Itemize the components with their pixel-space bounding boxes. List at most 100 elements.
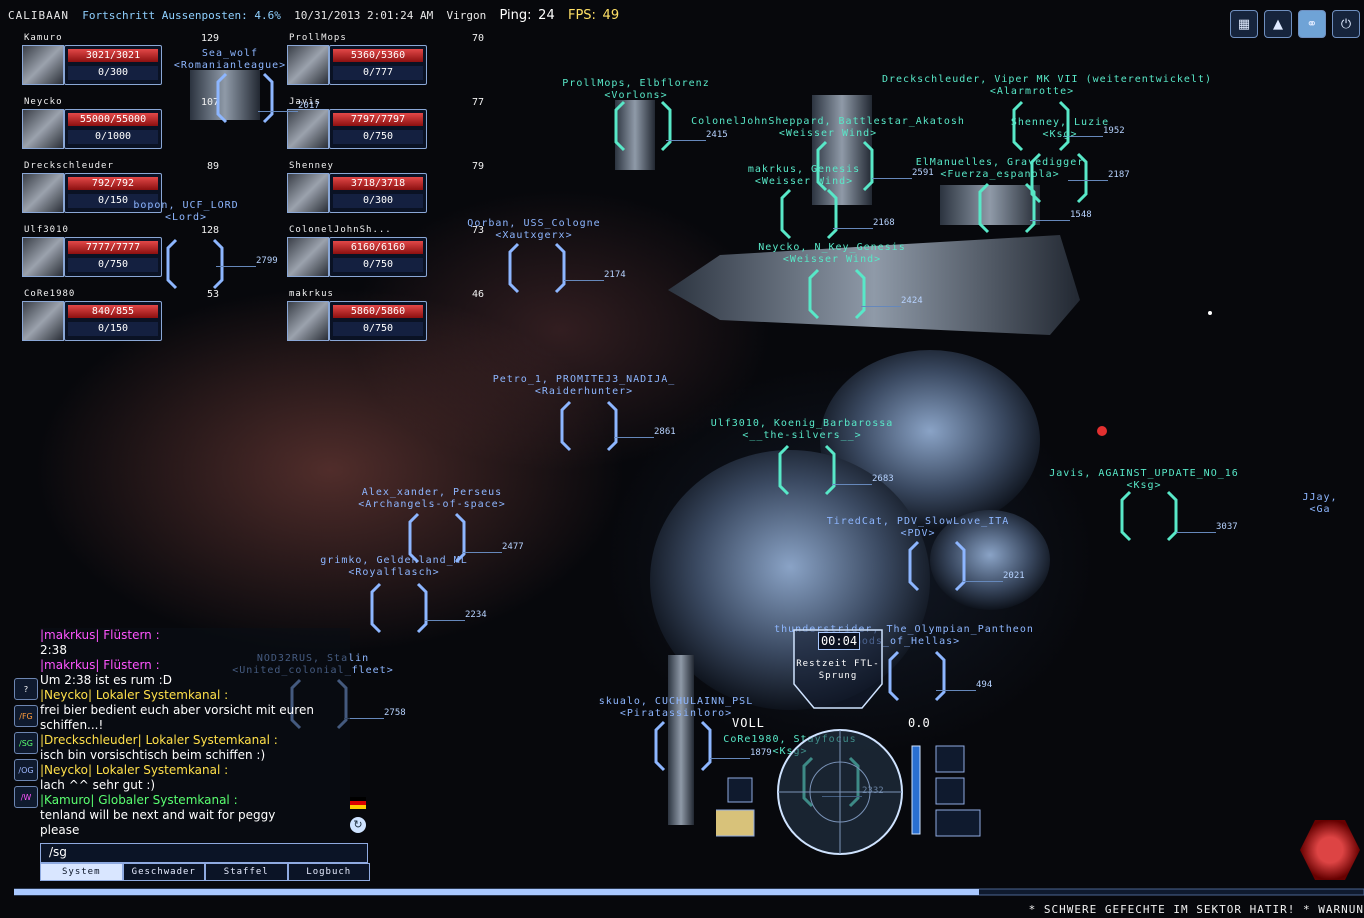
- ship-launch-icon[interactable]: ▲: [1264, 10, 1292, 38]
- target-bracket[interactable]: [778, 188, 840, 240]
- ship-label[interactable]: thunderstrider, The_Olympian_Pantheon<Go…: [754, 624, 1054, 648]
- distance-readout: 1548: [1030, 210, 1092, 221]
- target-bracket[interactable]: [652, 720, 714, 772]
- power-icon[interactable]: ⏻: [1332, 10, 1360, 38]
- ship-label-pilot: thunderstrider, The_Olympian_Pantheon: [774, 624, 1034, 635]
- chat-channel-button[interactable]: /SG: [14, 732, 38, 754]
- hangar-icon[interactable]: ▦: [1230, 10, 1258, 38]
- chat-channel-button[interactable]: ?: [14, 678, 38, 700]
- member-name: makrkus: [289, 289, 334, 299]
- ship-label[interactable]: Sea_wolf<Romanianleague>: [80, 48, 380, 72]
- target-bracket[interactable]: [406, 512, 468, 564]
- target-bracket[interactable]: [806, 268, 868, 320]
- ship-label[interactable]: Neycko, N_Key_Genesis<Weisser Wind>: [682, 242, 982, 266]
- target-bracket[interactable]: [558, 400, 620, 452]
- ship-label[interactable]: ColonelJohnSheppard, Battlestar_Akatosh<…: [678, 116, 978, 140]
- target-bracket[interactable]: [976, 182, 1038, 234]
- chat-line: |Dreckschleuder| Lokaler Systemkanal :: [40, 733, 278, 747]
- chat-tab[interactable]: Staffel: [205, 863, 288, 881]
- hull-bar: 3021/3021: [68, 49, 158, 62]
- ftl-timer: 00:04: [818, 632, 860, 650]
- target-bracket[interactable]: [506, 242, 568, 294]
- chat-line: Um 2:38 ist es rum :D: [40, 673, 172, 687]
- ship-portrait: [287, 173, 329, 213]
- ship-label[interactable]: CoRe1980, Stayfocus<Ksg>: [640, 734, 940, 758]
- ship-label[interactable]: Qorban, USS_Cologne<Xautxgerx>: [384, 218, 684, 242]
- ship-label[interactable]: Ulf3010, Koenig_Barbarossa<__the-silvers…: [652, 418, 952, 442]
- target-bracket[interactable]: [1028, 152, 1090, 204]
- ship-label-guild: <Weisser Wind>: [778, 128, 878, 139]
- squad-member[interactable]: Dreckschleuder 89 792/792 0/150: [20, 161, 225, 213]
- ability-slot-1: [935, 745, 965, 773]
- chat-input[interactable]: /sg: [40, 843, 368, 863]
- map-icon[interactable]: ⚭: [1298, 10, 1326, 38]
- target-bracket[interactable]: [1118, 490, 1180, 542]
- shield-bar: 0/150: [68, 194, 158, 208]
- chat-line: |makrkus| Flüstern :: [40, 658, 160, 672]
- ship-label[interactable]: ProllMops, Elbflorenz<Vorlons>: [486, 78, 786, 102]
- ship-label[interactable]: Javis, AGAINST_UPDATE_NO_16<Ksg>: [994, 468, 1294, 492]
- ship-label[interactable]: bopon, UCF_LORD<Lord>: [36, 200, 336, 224]
- ship-label[interactable]: skualo, CUCHULAINN_PSL<Piratassinloro>: [526, 696, 826, 720]
- star: [1208, 311, 1212, 315]
- target-bracket[interactable]: [612, 100, 674, 152]
- chat-tab[interactable]: System: [40, 863, 123, 881]
- member-bars: 3021/3021 0/300: [64, 45, 162, 85]
- ship-label[interactable]: TiredCat, PDV_SlowLove_ITA<PDV>: [768, 516, 1068, 540]
- member-level: 129: [200, 33, 219, 44]
- fps-value: 49: [602, 8, 620, 23]
- shield-bar: 0/777: [333, 66, 423, 80]
- chat-channel-button[interactable]: /W: [14, 786, 38, 808]
- german-flag-icon[interactable]: [350, 797, 366, 809]
- target-bracket[interactable]: [164, 238, 226, 290]
- target-bracket[interactable]: [886, 650, 948, 702]
- target-bracket[interactable]: [1010, 100, 1072, 152]
- squad-member[interactable]: ColonelJohnSh... 73 6160/6160 0/750: [285, 225, 490, 277]
- squad-member[interactable]: Shenney 79 3718/3718 0/300: [285, 161, 490, 213]
- ship-label[interactable]: makrkus, Genesis<Weisser Wind>: [654, 164, 954, 188]
- ftl-jump-panel: 00:04 Restzeit FTL-Sprung: [792, 628, 884, 710]
- squad-member[interactable]: CoRe1980 53 840/855 0/150: [20, 289, 225, 341]
- chat-channel-button[interactable]: /OG: [14, 759, 38, 781]
- member-bars: 792/792 0/150: [64, 173, 162, 213]
- target-bracket[interactable]: [906, 540, 968, 592]
- target-bracket[interactable]: [368, 582, 430, 634]
- squad-member[interactable]: ProllMops 70 5360/5360 0/777: [285, 33, 490, 85]
- distance-readout: 2591: [872, 168, 934, 179]
- status-line: CALIBAAN Fortschritt Aussenposten: 4.6% …: [8, 8, 619, 23]
- target-bracket[interactable]: [814, 140, 876, 192]
- squad-member[interactable]: Ulf3010 128 7777/7777 0/750: [20, 225, 225, 277]
- distance-readout: 2683: [832, 474, 894, 485]
- radar-hud: [716, 729, 981, 855]
- ship-label[interactable]: Dreckschleuder, Viper MK VII (weiterentw…: [882, 74, 1211, 98]
- distance-readout: 2021: [963, 571, 1025, 582]
- chat-tab[interactable]: Logbuch: [287, 863, 370, 881]
- squad-member[interactable]: Neycko 107 55000/55000 0/1000: [20, 97, 225, 149]
- shield-bar: 0/750: [68, 258, 158, 272]
- target-bracket[interactable]: [776, 444, 838, 496]
- ship-label[interactable]: JJay,<Ga: [1170, 492, 1364, 516]
- target-bracket[interactable]: [214, 72, 276, 124]
- squad-member[interactable]: Javis 77 7797/7797 0/750: [285, 97, 490, 149]
- game-name: CALIBAAN: [8, 9, 69, 22]
- ship-label[interactable]: Shenney, Luzie<Ksg>: [910, 117, 1210, 141]
- squad-member[interactable]: makrkus 46 5860/5860 0/750: [285, 289, 490, 341]
- ship-portrait: [22, 109, 64, 149]
- ship-label[interactable]: Petro_1, PROMITEJ3_NADIJA_<Raiderhunter>: [434, 374, 734, 398]
- ship-label[interactable]: grimko, Geldenland_ML<Royalflasch>: [244, 555, 544, 579]
- chat-log[interactable]: |makrkus| Flüstern :2:38|makrkus| Flüste…: [40, 628, 350, 843]
- ship-label[interactable]: Alex_xander, Perseus<Archangels-of-space…: [282, 487, 582, 511]
- ship-portrait: [287, 109, 329, 149]
- ship-label-guild: <Raiderhunter>: [534, 386, 634, 397]
- chat-tab[interactable]: Geschwader: [122, 863, 205, 881]
- ship-label-guild: <Xautxgerx>: [495, 230, 573, 241]
- ship-label-pilot: ElManuelles, Gravedigger: [915, 157, 1085, 168]
- squad-member[interactable]: Kamuro 129 3021/3021 0/300: [20, 33, 225, 85]
- warning-icons[interactable]: [1300, 820, 1360, 880]
- member-level: 128: [200, 225, 219, 236]
- distance-readout: 2234: [425, 610, 487, 621]
- chat-channel-button[interactable]: /FG: [14, 705, 38, 727]
- ship-portrait: [22, 173, 64, 213]
- ship-label[interactable]: ElManuelles, Gravedigger<Fuerza_espanola…: [850, 157, 1150, 181]
- refresh-icon[interactable]: ↻: [350, 817, 366, 833]
